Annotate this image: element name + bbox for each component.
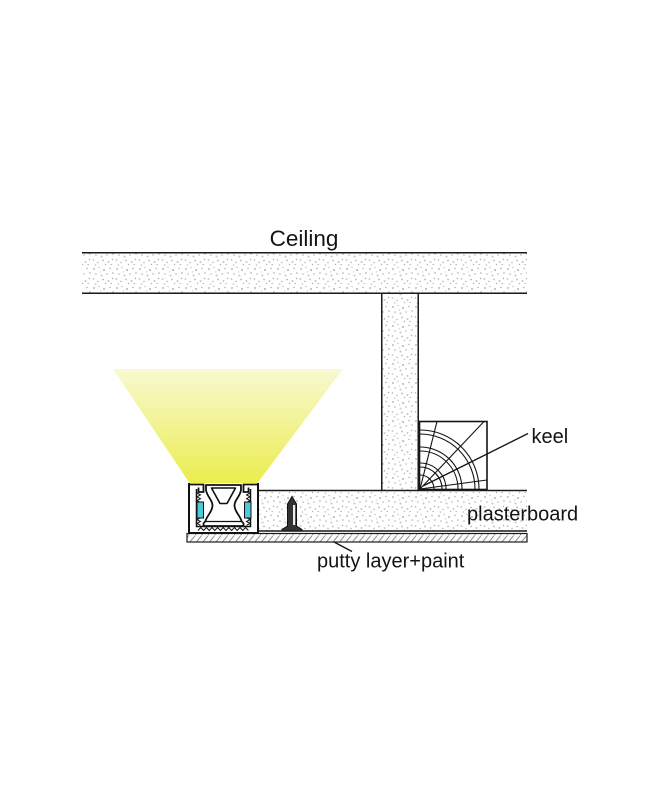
putty-leader-line — [333, 541, 353, 553]
light-cone — [113, 369, 343, 483]
mounting-clip-left — [196, 501, 204, 519]
led-aluminum-profile — [188, 483, 259, 534]
ceiling-slab — [82, 251, 527, 295]
mounting-clip-right — [244, 501, 252, 519]
keel-label: keel — [532, 426, 569, 448]
screw — [281, 495, 303, 532]
keel-block — [418, 420, 488, 491]
keel-leader-line — [422, 432, 529, 487]
bottom-serration — [197, 526, 249, 532]
plasterboard-label: plasterboard — [467, 504, 578, 526]
silicone-diffuser — [202, 484, 245, 527]
ceiling-label: Ceiling — [270, 226, 339, 251]
putty-label: putty layer+paint — [317, 551, 465, 573]
left-hook — [189, 483, 205, 493]
right-hook — [242, 483, 258, 493]
vertical-stud — [381, 294, 419, 490]
putty-paint-layer — [186, 532, 528, 543]
